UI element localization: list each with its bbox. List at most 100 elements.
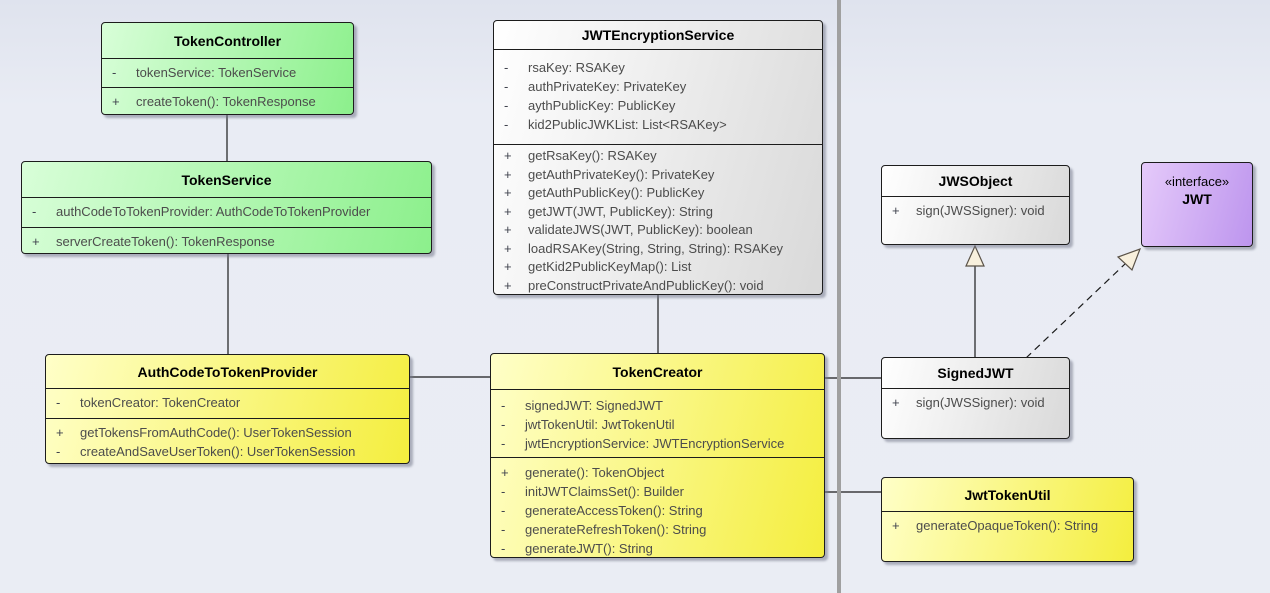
method-row: + loadRSAKey(String, String, String): RS… [494,240,822,259]
attribute-row: - jwtEncryptionService: JWTEncryptionSer… [491,434,824,453]
class-name: JwtTokenUtil [964,486,1051,503]
method-row: + getKid2PublicKeyMap(): List [494,258,822,277]
visibility-sign: - [501,436,506,451]
method-row: + serverCreateToken(): TokenResponse [22,232,431,251]
class-name: TokenService [181,171,272,188]
method-row: + getTokensFromAuthCode(): UserTokenSess… [46,423,409,442]
method-row: + sign(JWSSigner): void [882,393,1069,412]
member-text: kid2PublicJWKList: List<RSAKey> [528,117,727,132]
member-text: createAndSaveUserToken(): UserTokenSessi… [80,444,356,459]
class-name: JWTEncryptionService [581,27,735,43]
generalization-arrowhead-icon [965,244,985,267]
visibility-sign: - [501,398,506,413]
attribute-row: - rsaKey: RSAKey [494,58,822,77]
method-row: + generate(): TokenObject [491,463,824,482]
attribute-row: - tokenService: TokenService [102,63,353,82]
member-text: authCodeToTokenProvider: AuthCodeToToken… [56,204,371,219]
visibility-sign: - [112,65,117,80]
visibility-sign: - [501,484,506,499]
class-box-authcodetotokenprovider[interactable]: AuthCodeToTokenProvider - tokenCreator: … [45,354,410,464]
visibility-sign: - [504,79,509,94]
attributes-compartment: - signedJWT: SignedJWT - jwtTokenUtil: J… [491,389,824,457]
member-text: createToken(): TokenResponse [136,94,316,109]
member-text: authPrivateKey: PrivateKey [528,79,687,94]
visibility-sign: + [504,277,512,293]
method-row: + sign(JWSSigner): void [882,201,1069,220]
visibility-sign: - [501,522,506,537]
visibility-sign: + [504,166,512,182]
class-box-tokencreator[interactable]: TokenCreator - signedJWT: SignedJWT - jw… [490,353,825,558]
visibility-sign: + [504,185,512,200]
member-text: validateJWS(JWT, PublicKey): boolean [528,222,753,237]
attribute-row: - authPrivateKey: PrivateKey [494,77,822,96]
visibility-sign: + [892,203,900,218]
member-text: generateJWT(): String [525,541,653,556]
visibility-sign: + [32,234,40,249]
methods-compartment: + generate(): TokenObject - initJWTClaim… [491,457,824,557]
visibility-sign: - [504,117,509,132]
member-text: jwtEncryptionService: JWTEncryptionServi… [525,436,785,451]
member-text: sign(JWSSigner): void [916,203,1045,218]
class-box-tokenservice[interactable]: TokenService - authCodeToTokenProvider: … [21,161,432,254]
method-row: - initJWTClaimsSet(): Builder [491,482,824,501]
visibility-sign: + [112,94,120,109]
method-row: - createAndSaveUserToken(): UserTokenSes… [46,442,409,461]
member-text: loadRSAKey(String, String, String): RSAK… [528,240,784,256]
method-row: + getJWT(JWT, PublicKey): String [494,203,822,222]
methods-compartment: + createToken(): TokenResponse [102,87,353,114]
member-text: initJWTClaimsSet(): Builder [525,484,684,499]
visibility-sign: + [504,240,512,256]
attributes-compartment: - rsaKey: RSAKey - authPrivateKey: Priva… [494,49,822,144]
member-text: tokenService: TokenService [136,65,297,80]
visibility-sign: - [504,98,509,113]
visibility-sign: + [504,203,512,219]
method-row: - generateAccessToken(): String [491,501,824,520]
class-box-jwsobject[interactable]: JWSObject + sign(JWSSigner): void [881,165,1070,245]
method-row: - generateRefreshToken(): String [491,520,824,539]
member-text: generate(): TokenObject [525,465,665,480]
methods-compartment: + getTokensFromAuthCode(): UserTokenSess… [46,418,409,463]
visibility-sign: - [501,417,506,432]
swimlane-divider [837,0,841,593]
member-text: tokenCreator: TokenCreator [80,395,241,410]
visibility-sign: + [892,518,900,533]
class-box-jwtencryptionservice[interactable]: JWTEncryptionService - rsaKey: RSAKey - … [493,20,823,295]
methods-compartment: + generateOpaqueToken(): String [882,511,1133,561]
member-text: generateAccessToken(): String [525,503,703,518]
visibility-sign: - [56,395,61,410]
member-text: getRsaKey(): RSAKey [528,148,657,163]
class-name: TokenController [173,32,282,49]
attributes-compartment: - authCodeToTokenProvider: AuthCodeToTok… [22,197,431,227]
visibility-sign: + [56,425,64,440]
visibility-sign: + [504,259,512,274]
member-text: getAuthPrivateKey(): PrivateKey [528,166,715,182]
attribute-row: - aythPublicKey: PublicKey [494,96,822,115]
visibility-sign: + [892,395,900,410]
method-row: + getAuthPrivateKey(): PrivateKey [494,166,822,185]
class-box-jwt-interface[interactable]: «interface» JWT [1141,162,1253,247]
member-text: generateOpaqueToken(): String [916,518,1099,533]
class-name: AuthCodeToTokenProvider [137,363,318,380]
member-text: signedJWT: SignedJWT [525,398,663,413]
method-row: - generateJWT(): String [491,539,824,557]
attribute-row: - jwtTokenUtil: JwtTokenUtil [491,415,824,434]
member-text: jwtTokenUtil: JwtTokenUtil [525,417,675,432]
class-box-jwttokenutil[interactable]: JwtTokenUtil + generateOpaqueToken(): St… [881,477,1134,562]
attribute-row: - authCodeToTokenProvider: AuthCodeToTok… [22,202,431,221]
class-name: JWSObject [938,173,1013,189]
attribute-row: - kid2PublicJWKList: List<RSAKey> [494,115,822,134]
class-box-signedjwt[interactable]: SignedJWT + sign(JWSSigner): void [881,357,1070,439]
visibility-sign: + [504,222,512,237]
methods-compartment: + sign(JWSSigner): void [882,388,1069,438]
method-row: + getAuthPublicKey(): PublicKey [494,184,822,203]
visibility-sign: - [32,204,37,219]
class-box-tokencontroller[interactable]: TokenController - tokenService: TokenSer… [101,22,354,115]
methods-compartment: + sign(JWSSigner): void [882,196,1069,244]
attributes-compartment: - tokenService: TokenService [102,58,353,87]
visibility-sign: + [501,465,509,480]
method-row: + validateJWS(JWT, PublicKey): boolean [494,221,822,240]
member-text: generateRefreshToken(): String [525,522,707,537]
methods-compartment: + getRsaKey(): RSAKey + getAuthPrivateKe… [494,144,822,294]
